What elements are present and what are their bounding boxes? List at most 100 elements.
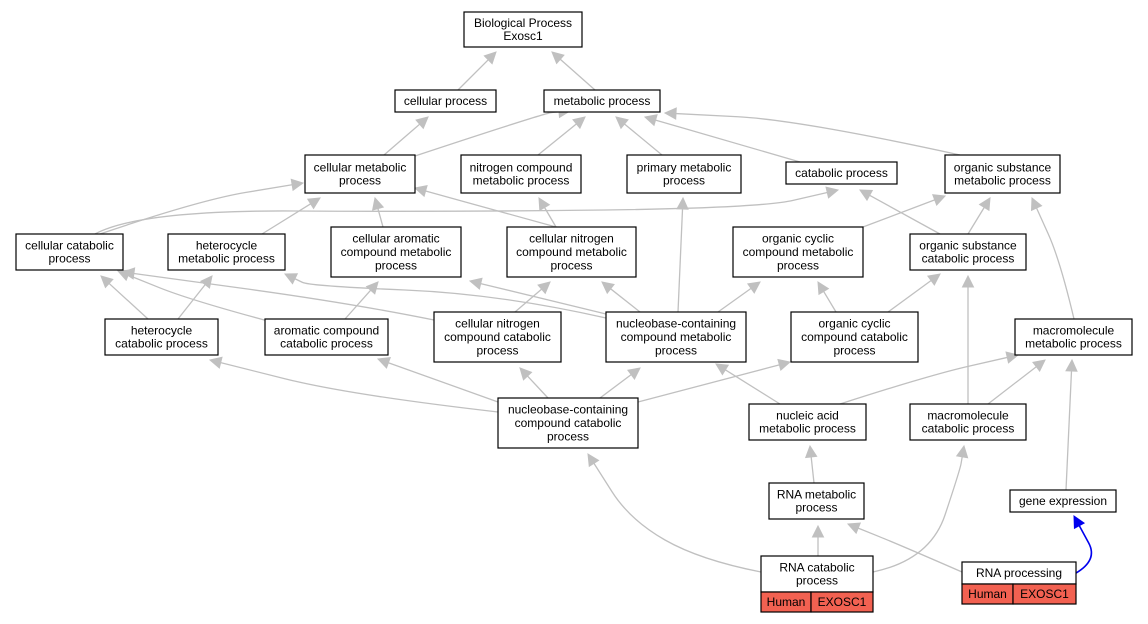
edge-arrowhead	[926, 273, 941, 286]
node-label-line: nucleobase-containing	[616, 317, 736, 331]
gene-cell-box	[1012, 583, 1077, 605]
edge-line	[457, 59, 489, 91]
edge-line	[839, 356, 1008, 405]
edge-arrowhead	[746, 281, 761, 294]
node-box	[768, 482, 865, 520]
go-node-rna-processing[interactable]: RNA processing	[961, 561, 1077, 585]
node-box	[626, 154, 742, 194]
gene-symbol-cell[interactable]: EXOSC1	[1012, 583, 1077, 605]
edge-line	[108, 282, 149, 320]
edge-rna_catabolic-to-nucleobase_catabolic	[587, 453, 762, 573]
edge-macromolecule_catabolic-to-organic_substance_catabolic	[961, 274, 975, 404]
edge-nucleobase_catabolic-to-aromatic_catabolic	[376, 356, 499, 403]
edge-line	[127, 274, 269, 322]
node-label-line: heterocycle	[196, 238, 258, 252]
gene-symbol-label: EXOSC1	[1020, 587, 1069, 601]
node-label-line: process	[547, 429, 589, 443]
edge-line	[610, 288, 641, 313]
edge-aromatic_catabolic-to-cellular_catabolic	[116, 269, 269, 322]
go-node-gene-expression[interactable]: gene expression	[1009, 489, 1117, 513]
edge-arrowhead	[811, 524, 825, 538]
edge-rna_metabolic-to-nucleic_acid_metabolic	[804, 444, 818, 484]
edge-line	[220, 362, 499, 413]
edge-line	[810, 456, 815, 484]
edge-arrowhead	[1030, 196, 1043, 212]
species-cell[interactable]: Human	[760, 591, 812, 613]
node-box	[1014, 318, 1133, 356]
edge-heterocycle_catabolic-to-heterocycle_metabolic	[177, 275, 213, 320]
edge-line	[1065, 370, 1073, 491]
edge-nucleobase_metabolic-to-organic_cyclic_metabolic	[717, 281, 761, 313]
edge-gene_expression-to-macromolecule_metabolic	[1065, 358, 1078, 491]
species-cell[interactable]: Human	[961, 583, 1014, 605]
edge-macromolecule_metabolic-to-organic_substance_metabolic	[1030, 196, 1075, 320]
edge-line	[294, 278, 607, 319]
edge-arrowhead	[804, 444, 818, 459]
edge-arrowhead	[413, 184, 428, 198]
node-box	[732, 226, 864, 278]
edge-line	[537, 123, 577, 156]
edge-line	[675, 112, 961, 156]
edge-arrowhead	[415, 116, 429, 130]
edge-line	[544, 207, 557, 228]
node-label-line: nucleic acid	[776, 408, 839, 422]
node-box	[433, 311, 562, 363]
node-box	[748, 403, 867, 441]
edge-line	[133, 272, 435, 321]
node-box	[760, 555, 874, 593]
node-box	[304, 154, 416, 194]
go-node-cellular-process[interactable]: cellular process	[394, 89, 497, 113]
edge-nucleobase_catabolic-to-organic_cyclic_catabolic	[637, 358, 792, 403]
node-label-line: heterocycle	[131, 323, 193, 337]
edge-line	[414, 111, 560, 157]
node-label-line: nucleobase-containing	[508, 403, 628, 417]
go-node-metabolic-process[interactable]: metabolic process	[543, 89, 661, 113]
edge-line	[624, 123, 663, 156]
node-label-line: metabolic process	[1025, 337, 1122, 351]
edge-line	[887, 279, 932, 313]
edge-line	[857, 527, 963, 573]
edge-arrowhead	[468, 277, 483, 290]
node-label-line: process	[777, 258, 819, 272]
edge-nucleobase_catabolic-to-heterocycle_catabolic	[208, 356, 499, 413]
node-label-line: primary metabolic	[637, 160, 732, 174]
node-box	[506, 226, 637, 278]
node-label-line: organic cyclic	[762, 232, 834, 246]
edge-cellular_nitrogen_catabolic-to-cellular_catabolic	[121, 267, 435, 321]
node-label-line: Exosc1	[503, 29, 543, 43]
edge-arrowhead	[537, 281, 551, 295]
edge-line	[514, 288, 543, 313]
go-node-catabolic-process[interactable]: catabolic process	[785, 161, 898, 185]
node-label-line: process	[48, 252, 90, 266]
edge-line	[593, 462, 762, 573]
node-label-line: metabolic process	[178, 252, 275, 266]
edge-line	[724, 369, 781, 405]
edge-arrowhead	[519, 367, 533, 381]
node-label-line: metabolic process	[954, 174, 1051, 188]
node-label-line: RNA processing	[976, 566, 1062, 580]
edge-line	[823, 291, 837, 313]
gene-symbol-cell[interactable]: EXOSC1	[810, 591, 874, 613]
